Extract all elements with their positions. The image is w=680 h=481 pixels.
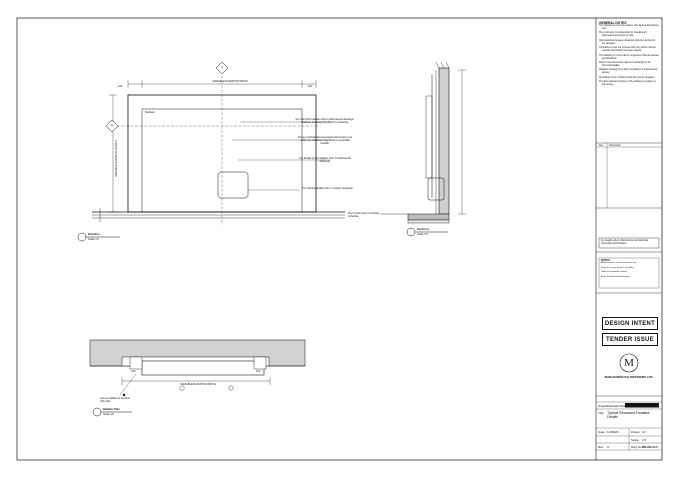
note-item: Finishes as per finishes schedule.	[601, 266, 634, 269]
section-title: Section A	[417, 228, 429, 231]
drawn-value: LF	[642, 430, 646, 434]
company-logo	[619, 353, 639, 373]
general-note-item: Refer to the structural engineer's drawi…	[599, 61, 651, 67]
callout-2: Fixing methods and associated dimensions…	[297, 136, 353, 146]
section-scale: Scale 1:5	[417, 233, 428, 236]
dwg-value: RR-DE-014	[642, 444, 658, 449]
design-intent-stamp: DESIGN INTENT	[602, 317, 658, 330]
plan-left-dim: 100	[131, 370, 136, 373]
project-redaction	[625, 403, 659, 408]
elevation-right-dim: 100	[308, 85, 313, 88]
section-marker-b	[105, 119, 119, 133]
date-label: Date	[598, 430, 605, 434]
callout-3: For details of the radiator refer to Mec…	[299, 157, 351, 164]
drawn-label: Drawn	[631, 430, 640, 434]
general-note-item: Radiator housing to be fully removable f…	[599, 68, 658, 75]
elevation-radiator-label: Radiator	[145, 111, 155, 114]
general-note-item: Discrepancies between drawings shall be …	[599, 38, 656, 45]
revision-col-desc: Description	[609, 143, 621, 147]
callout-1: For wall finish details refer to Mechani…	[295, 118, 355, 125]
tender-issue-stamp: TENDER ISSUE	[602, 333, 658, 346]
plan-view	[89, 339, 306, 417]
marker-a-letter: A	[221, 66, 223, 69]
note-item: All dimensions to be checked on site.	[601, 262, 637, 264]
company-name: MARLBOROUGH INTERIORS LTD.	[604, 375, 654, 379]
elevation-scale: Scale 1:5	[88, 238, 99, 241]
titleblock-lines	[596, 142, 662, 451]
plan-title: Radiator Plan	[103, 408, 120, 411]
project-label: Project	[598, 403, 608, 408]
section-label-bubble	[406, 227, 416, 237]
plan-callout: Line of radiator to be flush with wall.	[100, 397, 130, 404]
title-label: Title	[598, 411, 604, 415]
plan-scale: Scale 1:5	[103, 413, 114, 416]
elevation-height-dim: VARIABLE RADIATOR HEIGHT	[115, 140, 118, 177]
notes-panel: NOTES All dimensions to be checked on si…	[601, 259, 657, 280]
sheet-border	[16, 17, 663, 461]
general-note-item: All finishes to be confirmed with the in…	[599, 75, 655, 79]
elevation-title: Elevation	[88, 233, 100, 236]
note-item: Grille to be powder coated.	[601, 271, 628, 273]
callout-5: Floor finish refer to finishes schedule.	[348, 212, 380, 219]
plan-right-dim: 100	[256, 370, 261, 373]
elevation-label-bubble	[77, 232, 87, 242]
general-note-item: This drawing is not to be scaled. Use fi…	[599, 24, 659, 30]
dwg-label: Dwg No	[631, 444, 642, 449]
general-notes-title: GENERAL NOTES	[599, 21, 627, 25]
marker-b-letter: B	[111, 124, 113, 127]
general-note-item: Contractors must not proceed with any wo…	[599, 46, 656, 53]
general-notes: GENERAL NOTES This drawing is not to be …	[599, 21, 659, 89]
rev-value: A	[607, 444, 610, 449]
scale-label: Scale	[631, 437, 639, 442]
elevation-width-dim: VARIABLE RADIATOR WIDTH	[212, 80, 248, 83]
notes-title: NOTES	[601, 259, 610, 262]
logo-letter: M	[624, 357, 634, 369]
general-note-item: The contractor is responsible for checki…	[599, 31, 647, 38]
plan-label-bubble	[92, 407, 102, 417]
elevation-left-dim: 100	[118, 85, 123, 88]
elevation-view	[77, 61, 345, 242]
section-view	[380, 61, 466, 237]
callout-4: For skirting details refer to Joinery dr…	[302, 187, 354, 190]
rev-label: Rev	[598, 444, 604, 449]
plan-width-dim: VARIABLE RADIATOR WIDTH	[180, 383, 216, 386]
section-marker-a	[215, 61, 229, 75]
title-value: Typical Recessed Radiator Details	[607, 411, 650, 420]
project-value: Parkside Park	[607, 403, 626, 408]
scale-value: 1:5	[642, 437, 647, 442]
note-item: Refer to mechanical drawings.	[601, 275, 631, 278]
general-note-item: The dimensional accuracy of the drawing …	[599, 80, 656, 87]
general-note-item: This drawing is to be read in conjunctio…	[599, 53, 659, 60]
revision-col-rev: Rev	[599, 143, 604, 147]
date-value: 11/09/20	[607, 430, 619, 434]
info-note: For details refer to Mechanical and Elec…	[601, 239, 649, 245]
